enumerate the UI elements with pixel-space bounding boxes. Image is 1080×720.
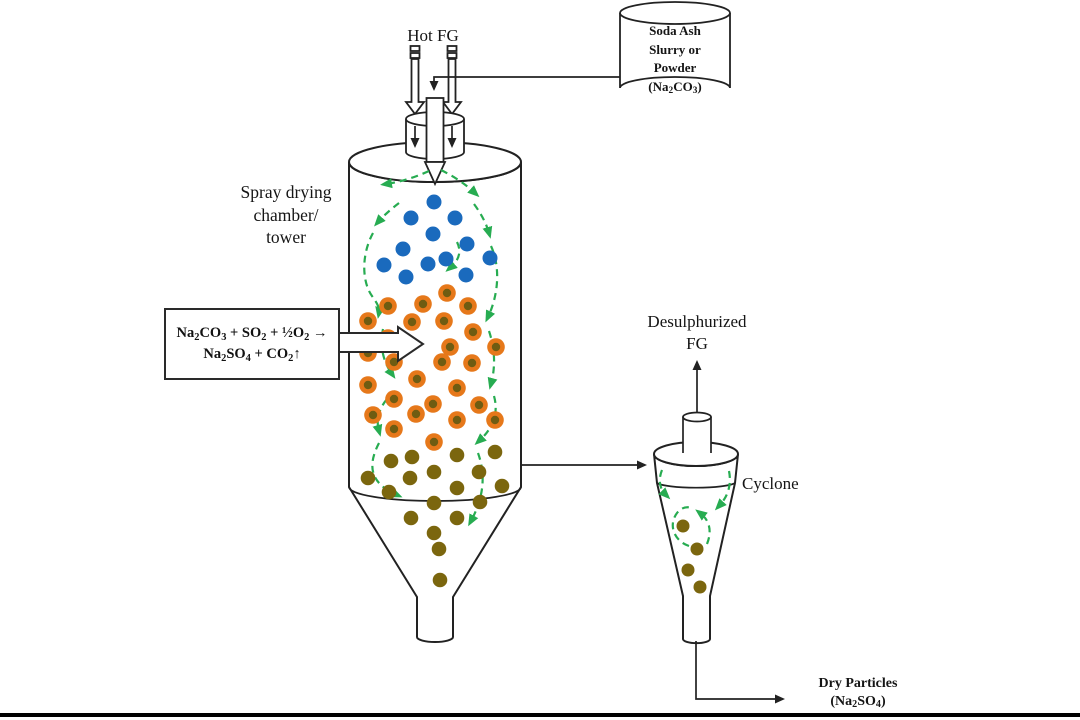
cyclone-label-text: Cyclone [742, 474, 799, 493]
chamber-particles [359, 194, 510, 588]
cyclone-label: Cyclone [742, 473, 822, 495]
cyclone-particles [676, 519, 707, 594]
orange-particle-core [445, 342, 455, 352]
orange-particle-core [407, 317, 417, 327]
hot-fg-label: Hot FG [400, 25, 466, 47]
blue-droplet-particle [395, 241, 411, 257]
tank-label-line: Powder [653, 60, 697, 75]
soda-ash-tank-label: Soda Ash Slurry or Powder (Na2CO3) [620, 22, 730, 96]
tank-label-line: (Na2CO3) [648, 78, 702, 97]
dry-particles-label: Dry Particles (Na2SO4) [799, 675, 917, 710]
orange-particle-core [467, 358, 477, 368]
orange-particle-core [363, 380, 373, 390]
dry-particle [690, 542, 704, 556]
orange-particle-core [490, 415, 500, 425]
orange-particle-core [429, 437, 439, 447]
desulphurized-fg-line: Desulphurized [647, 312, 747, 331]
cyclone-vessel [653, 411, 739, 645]
blue-droplet-particle [376, 257, 392, 273]
orange-particle-core [463, 301, 473, 311]
hot-fg-arrow-left-icon [404, 45, 426, 116]
blue-droplet-particle [398, 269, 414, 285]
dry-particle [449, 510, 465, 526]
reaction-equation-line: Na2SO4 + CO2↑ [203, 346, 301, 364]
blue-droplet-particle [425, 226, 441, 242]
soda-ash-feed-line [429, 76, 620, 91]
dry-particle [494, 478, 510, 494]
orange-particle-core [368, 410, 378, 420]
dry-particle [471, 464, 487, 480]
bottom-border-line [0, 713, 1080, 717]
blue-droplet-particle [459, 236, 475, 252]
orange-particle-core [452, 383, 462, 393]
dry-particle [487, 444, 503, 460]
dry-particle [426, 464, 442, 480]
orange-particle-core [389, 424, 399, 434]
orange-particle-core [383, 301, 393, 311]
orange-particle-core [412, 374, 422, 384]
blue-droplet-particle [403, 210, 419, 226]
orange-particle-core [439, 316, 449, 326]
soda-ash-tank [619, 1, 731, 89]
spray-chamber-label-line: chamber/ [253, 204, 319, 225]
orange-particle-core [428, 399, 438, 409]
dry-particle [693, 580, 707, 594]
orange-particle-core [418, 299, 428, 309]
atomizer-assembly [405, 97, 465, 187]
tank-label-line: Soda Ash [649, 23, 701, 38]
dry-particles-line: (Na2SO4) [830, 693, 886, 711]
dry-particle [676, 519, 690, 533]
spray-nozzle-tip [423, 161, 447, 187]
dry-particle [403, 510, 419, 526]
orange-particle-core [389, 357, 399, 367]
hot-fg-arrow-right-icon [441, 45, 463, 116]
spray-chamber-label-line: Spray drying [240, 182, 332, 202]
desulphurized-fg-line: FG [686, 334, 708, 353]
orange-particle-core [437, 357, 447, 367]
blue-droplet-particle [447, 210, 463, 226]
dry-particle [360, 470, 376, 486]
desulphurized-fg-label: Desulphurized FG [634, 311, 760, 355]
tank-label-line: Slurry or [649, 41, 701, 57]
blue-droplet-particle [438, 251, 454, 267]
dry-particle [383, 453, 399, 469]
blue-droplet-particle [458, 267, 474, 283]
reaction-equation-box: Na2CO3 + SO2 + ½O2 → Na2SO4 + CO2↑ [164, 308, 340, 380]
blue-droplet-particle [482, 250, 498, 266]
cyclone-flow-arrows [658, 469, 731, 548]
dry-particle [449, 447, 465, 463]
dry-particle [404, 449, 420, 465]
dry-particle [426, 525, 442, 541]
blue-droplet-particle [420, 256, 436, 272]
orange-particle-core [474, 400, 484, 410]
orange-particle-core [491, 342, 501, 352]
hot-fg-inlets [404, 45, 463, 116]
blue-droplet-particle [426, 194, 442, 210]
spray-chamber-label: Spray drying chamber/ tower [222, 181, 350, 249]
dry-particle [472, 494, 488, 510]
spray-chamber-vessel [348, 141, 522, 643]
spray-nozzle [425, 97, 445, 163]
reaction-arrow-icon [337, 325, 425, 363]
orange-particle-core [452, 415, 462, 425]
dry-particle [431, 541, 447, 557]
orange-particle-core [389, 394, 399, 404]
spray-chamber-label-line: tower [266, 227, 306, 247]
orange-particle-core [468, 327, 478, 337]
reaction-equation-line: Na2CO3 + SO2 + ½O2 → [176, 325, 328, 343]
hot-fg-text: Hot FG [407, 26, 459, 45]
dry-particle [432, 572, 448, 588]
dry-particle [426, 495, 442, 511]
dry-particles-line: Dry Particles [818, 676, 898, 691]
orange-particle-core [442, 288, 452, 298]
dry-particle [402, 470, 418, 486]
dry-particle [381, 484, 397, 500]
orange-particle-core [411, 409, 421, 419]
dry-particles-arrow [695, 641, 785, 704]
vortex-finder [682, 411, 712, 453]
dry-particle [449, 480, 465, 496]
dry-particle [681, 563, 695, 577]
orange-particle-core [363, 316, 373, 326]
